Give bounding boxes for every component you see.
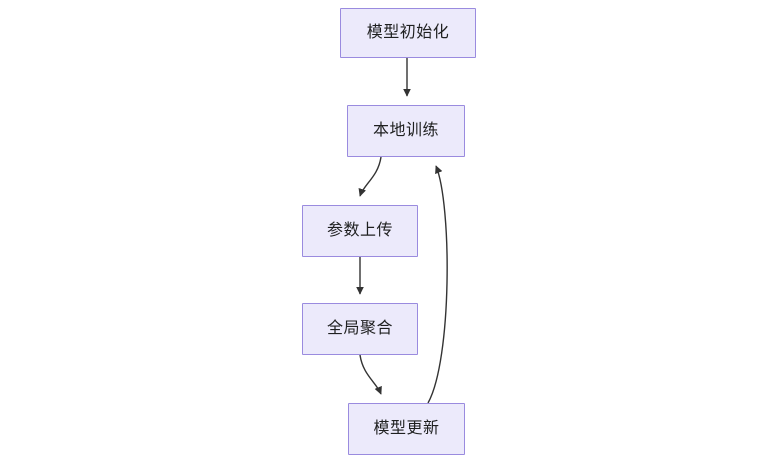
node-global-aggregation[interactable]: 全局聚合 bbox=[302, 303, 418, 355]
node-model-update[interactable]: 模型更新 bbox=[348, 403, 465, 455]
node-local-training-label: 本地训练 bbox=[372, 122, 439, 139]
node-model-init[interactable]: 模型初始化 bbox=[340, 8, 476, 58]
node-param-upload-label: 参数上传 bbox=[326, 222, 393, 239]
node-param-upload[interactable]: 参数上传 bbox=[302, 205, 418, 257]
edge-aggregation-to-update bbox=[359, 354, 382, 395]
edge-update-to-training bbox=[427, 165, 448, 404]
node-model-init-label: 模型初始化 bbox=[366, 24, 450, 41]
node-model-update-label: 模型更新 bbox=[373, 420, 440, 437]
node-local-training[interactable]: 本地训练 bbox=[347, 105, 465, 157]
edge-training-to-upload bbox=[358, 156, 382, 197]
node-global-aggregation-label: 全局聚合 bbox=[326, 320, 393, 337]
